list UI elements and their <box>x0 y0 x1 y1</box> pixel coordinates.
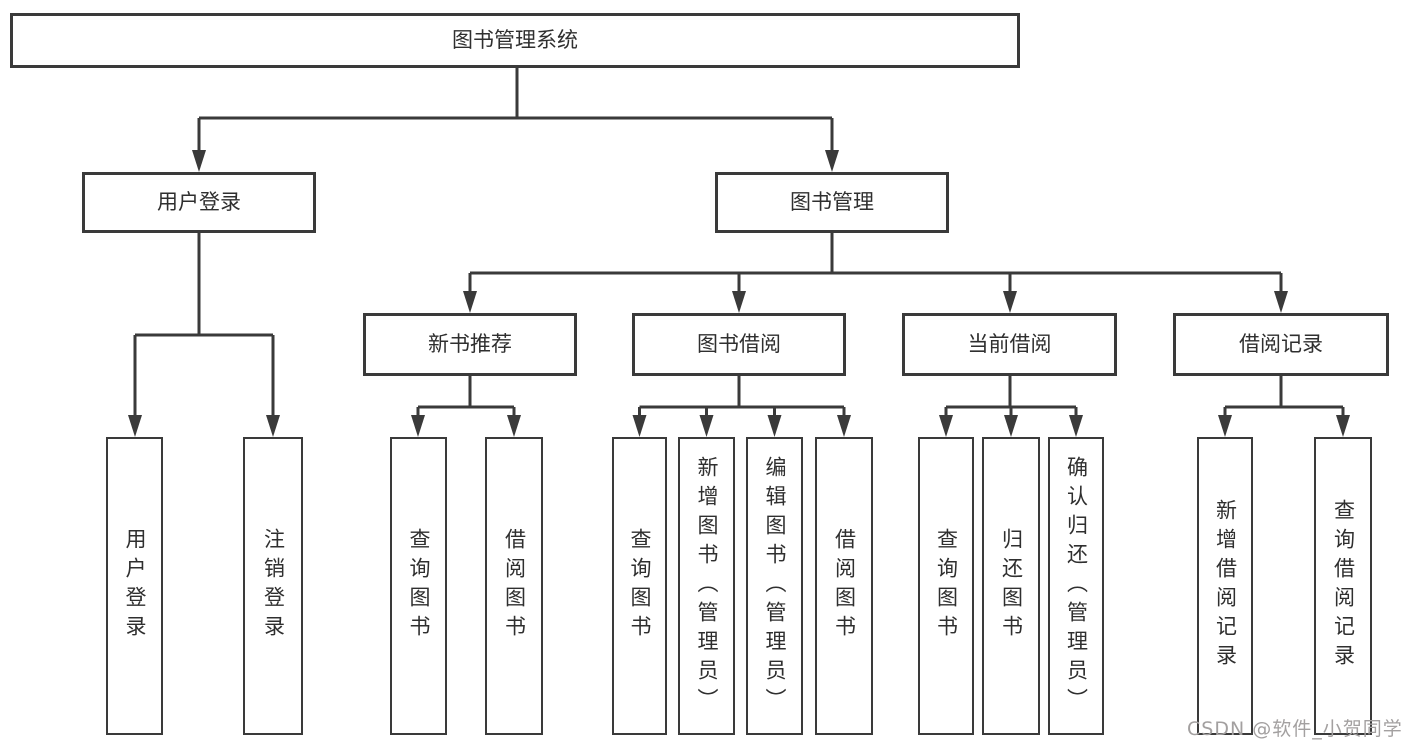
leaf-user-login: 用户登录 <box>106 437 163 735</box>
leaf-query-books-borrowing-label: 查询图书 <box>628 528 652 644</box>
leaf-confirm-return-admin-label: 确认归还（管理员） <box>1064 455 1089 717</box>
node-user-login: 用户登录 <box>82 172 316 233</box>
csdn-watermark: CSDN @软件_小贺同学 <box>1187 718 1403 740</box>
leaf-borrow-books-label: 借阅图书 <box>832 528 857 644</box>
leaf-add-borrow-record-label: 新增借阅记录 <box>1213 499 1238 673</box>
node-new-book-recommend: 新书推荐 <box>363 313 577 376</box>
leaf-query-books-current-label: 查询图书 <box>934 528 959 644</box>
leaf-query-borrow-record-label: 查询借阅记录 <box>1331 499 1356 673</box>
leaf-add-book-admin: 新增图书（管理员） <box>678 437 735 735</box>
leaf-edit-book-admin: 编辑图书（管理员） <box>746 437 803 735</box>
leaf-edit-book-admin-label: 编辑图书（管理员） <box>763 455 787 717</box>
leaf-query-books-recommend: 查询图书 <box>390 437 447 735</box>
leaf-query-books-recommend-label: 查询图书 <box>407 528 431 644</box>
leaf-borrow-books-recommend-label: 借阅图书 <box>502 528 527 644</box>
leaf-borrow-books: 借阅图书 <box>815 437 873 735</box>
node-current-borrowing: 当前借阅 <box>902 313 1117 376</box>
node-borrowing-records: 借阅记录 <box>1173 313 1389 376</box>
leaf-query-borrow-record: 查询借阅记录 <box>1314 437 1372 735</box>
leaf-return-book: 归还图书 <box>982 437 1040 735</box>
leaf-user-login-label: 用户登录 <box>123 528 147 644</box>
leaf-add-borrow-record: 新增借阅记录 <box>1197 437 1253 735</box>
leaf-add-book-admin-label: 新增图书（管理员） <box>695 455 719 717</box>
leaf-logout: 注销登录 <box>243 437 303 735</box>
leaf-borrow-books-recommend: 借阅图书 <box>485 437 543 735</box>
leaf-logout-label: 注销登录 <box>261 528 286 644</box>
node-book-management: 图书管理 <box>715 172 949 233</box>
node-root: 图书管理系统 <box>10 13 1020 68</box>
arrowheads <box>128 150 1350 437</box>
leaf-query-books-borrowing: 查询图书 <box>612 437 667 735</box>
leaf-confirm-return-admin: 确认归还（管理员） <box>1048 437 1104 735</box>
node-book-borrowing: 图书借阅 <box>632 313 846 376</box>
leaf-return-book-label: 归还图书 <box>999 528 1024 644</box>
leaf-query-books-current: 查询图书 <box>918 437 974 735</box>
